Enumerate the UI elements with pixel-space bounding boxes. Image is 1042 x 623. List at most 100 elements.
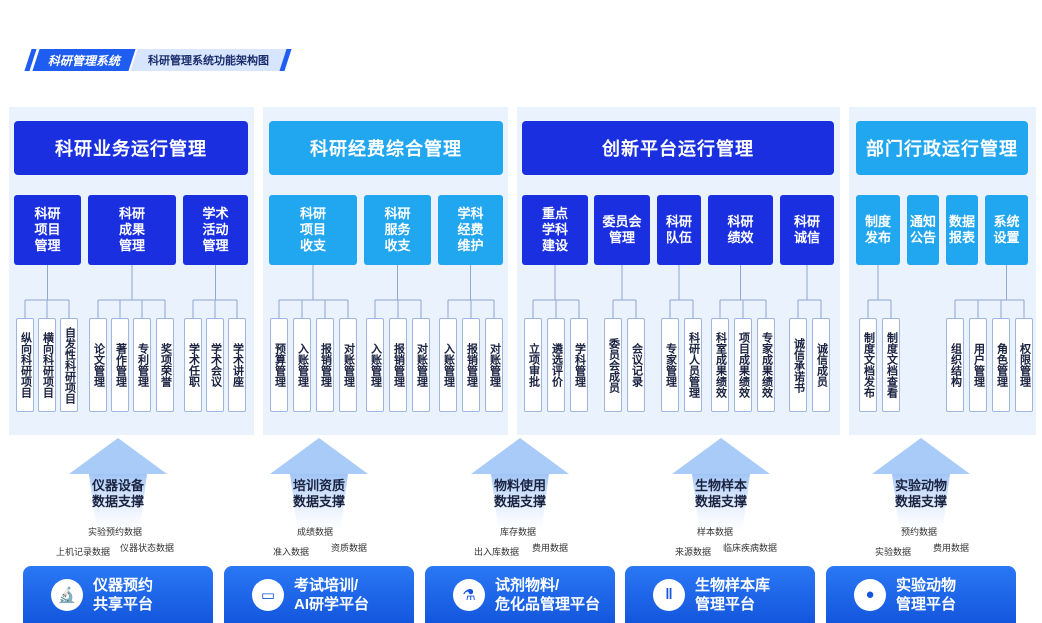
function-leaf: 诚信成员 bbox=[812, 318, 830, 412]
data-source-tag: 上机记录数据 bbox=[56, 547, 111, 557]
data-source-tag: 预约数据 bbox=[901, 527, 938, 537]
function-leaf: 学科管理 bbox=[570, 318, 588, 412]
function-leaf: 入账管理 bbox=[366, 318, 384, 412]
function-leaf: 著作管理 bbox=[111, 318, 129, 412]
title-bar: 科研管理系统 科研管理系统功能架构图 bbox=[24, 49, 292, 71]
function-leaf: 立项审批 bbox=[524, 318, 542, 412]
function-leaf: 对账管理 bbox=[339, 318, 357, 412]
data-source-tag: 实验预约数据 bbox=[88, 527, 143, 537]
function-leaf: 组织结构 bbox=[946, 318, 964, 412]
category-box: 制度 发布 bbox=[856, 195, 900, 265]
function-leaf: 报销管理 bbox=[462, 318, 480, 412]
microscope-icon: 🔬 bbox=[51, 578, 83, 611]
function-leaf: 学术任职 bbox=[184, 318, 202, 412]
screen-icon: ▭ bbox=[252, 578, 284, 611]
function-leaf: 科室成果绩效 bbox=[711, 318, 729, 412]
function-leaf: 科研人员管理 bbox=[684, 318, 702, 412]
support-label: 生物样本 数据支撑 bbox=[694, 478, 747, 509]
function-leaf: 权限管理 bbox=[1015, 318, 1033, 412]
function-leaf: 论文管理 bbox=[89, 318, 107, 412]
function-leaf: 委员会成员 bbox=[604, 318, 622, 412]
data-source-tag: 来源数据 bbox=[675, 547, 712, 557]
platform-name-line1: 仪器预约 bbox=[93, 576, 154, 594]
platform-card[interactable]: ‖ 生物样本库管理平台 bbox=[625, 566, 815, 623]
function-leaf: 对账管理 bbox=[485, 318, 503, 412]
platform-name: 考试培训/AI研学平台 bbox=[294, 576, 369, 614]
platform-name: 仪器预约共享平台 bbox=[93, 576, 153, 614]
data-source-tag: 成绩数据 bbox=[297, 527, 334, 537]
category-box: 科研 诚信 bbox=[780, 195, 834, 265]
category-box: 科研 成果 管理 bbox=[88, 195, 176, 265]
category-box: 通知 公告 bbox=[907, 195, 939, 265]
category-box: 学术 活动 管理 bbox=[183, 195, 248, 265]
function-leaf: 入账管理 bbox=[439, 318, 457, 412]
platform-name-line1: 考试培训/ bbox=[294, 576, 359, 594]
platform-name-line2: 共享平台 bbox=[93, 595, 154, 613]
function-leaf: 专家管理 bbox=[661, 318, 679, 412]
support-label: 物料使用 数据支撑 bbox=[493, 478, 546, 509]
platform-card[interactable]: ⚗ 试剂物料/危化品管理平台 bbox=[425, 566, 615, 623]
category-box: 科研 项目 收支 bbox=[269, 195, 357, 265]
category-box: 系统 设置 bbox=[985, 195, 1028, 265]
header-department-admin: 部门行政运行管理 bbox=[856, 121, 1028, 175]
data-source-tag: 资质数据 bbox=[331, 543, 368, 553]
function-leaf: 角色管理 bbox=[992, 318, 1010, 412]
support-triangle bbox=[69, 438, 167, 534]
platform-name-line1: 生物样本库 bbox=[695, 576, 771, 594]
function-leaf: 奖项荣誉 bbox=[156, 318, 174, 412]
platform-name-line2: AI研学平台 bbox=[294, 595, 370, 613]
function-leaf: 报销管理 bbox=[389, 318, 407, 412]
function-leaf: 报销管理 bbox=[316, 318, 334, 412]
function-leaf: 制度文档查看 bbox=[882, 318, 900, 412]
function-leaf: 遴选评价 bbox=[547, 318, 565, 412]
support-label: 仪器设备 数据支撑 bbox=[91, 478, 144, 509]
support-label: 实验动物 数据支撑 bbox=[894, 478, 947, 509]
data-source-tag: 费用数据 bbox=[532, 543, 569, 553]
platform-card[interactable]: 🔬 仪器预约共享平台 bbox=[23, 566, 213, 623]
support-triangle bbox=[471, 438, 569, 534]
function-leaf: 对账管理 bbox=[412, 318, 430, 412]
test-tubes-icon: ‖ bbox=[653, 578, 685, 611]
header-research-funds: 科研经费综合管理 bbox=[269, 121, 503, 175]
support-triangle bbox=[872, 438, 970, 534]
function-leaf: 诚信承诺书 bbox=[789, 318, 807, 412]
function-leaf: 用户管理 bbox=[969, 318, 987, 412]
category-box: 科研 服务 收支 bbox=[364, 195, 431, 265]
flask-icon: ⚗ bbox=[453, 578, 485, 611]
category-box: 科研 队伍 bbox=[657, 195, 701, 265]
category-box: 科研 项目 管理 bbox=[14, 195, 81, 265]
data-source-tag: 临床疾病数据 bbox=[723, 543, 778, 553]
function-leaf: 自发性科研项目 bbox=[60, 318, 78, 412]
data-source-tag: 实验数据 bbox=[875, 547, 912, 557]
support-label: 培训资质 数据支撑 bbox=[292, 478, 345, 509]
category-box: 重点 学科 建设 bbox=[522, 195, 588, 265]
function-leaf: 纵向科研项目 bbox=[16, 318, 34, 412]
data-source-tag: 样本数据 bbox=[697, 527, 734, 537]
platform-name-line1: 试剂物料/ bbox=[495, 576, 560, 594]
platform-name: 实验动物管理平台 bbox=[896, 576, 956, 614]
mouse-icon: ● bbox=[854, 578, 886, 611]
diagram-subtitle: 科研管理系统功能架构图 bbox=[130, 49, 292, 71]
category-box: 科研 绩效 bbox=[708, 195, 773, 265]
data-source-tag: 出入库数据 bbox=[474, 547, 520, 557]
support-triangle bbox=[270, 438, 368, 534]
data-source-tag: 仪器状态数据 bbox=[120, 543, 175, 553]
platform-card[interactable]: ▭ 考试培训/AI研学平台 bbox=[224, 566, 414, 623]
function-leaf: 制度文档发布 bbox=[859, 318, 877, 412]
platform-name-line1: 实验动物 bbox=[896, 576, 957, 594]
platform-name: 生物样本库管理平台 bbox=[695, 576, 770, 614]
data-source-tag: 准入数据 bbox=[273, 547, 310, 557]
function-leaf: 专利管理 bbox=[133, 318, 151, 412]
platform-card[interactable]: ● 实验动物管理平台 bbox=[826, 566, 1016, 623]
function-leaf: 项目成果绩效 bbox=[734, 318, 752, 412]
platform-name-line2: 管理平台 bbox=[695, 595, 756, 613]
data-source-tag: 费用数据 bbox=[933, 543, 970, 553]
function-leaf: 专家成果绩效 bbox=[757, 318, 775, 412]
function-leaf: 学术讲座 bbox=[228, 318, 246, 412]
category-box: 学科 经费 维护 bbox=[438, 195, 503, 265]
function-leaf: 学术会议 bbox=[206, 318, 224, 412]
header-research-business: 科研业务运行管理 bbox=[14, 121, 248, 175]
platform-name-line2: 危化品管理平台 bbox=[495, 595, 601, 613]
data-source-tag: 库存数据 bbox=[500, 527, 537, 537]
function-leaf: 预算管理 bbox=[270, 318, 288, 412]
